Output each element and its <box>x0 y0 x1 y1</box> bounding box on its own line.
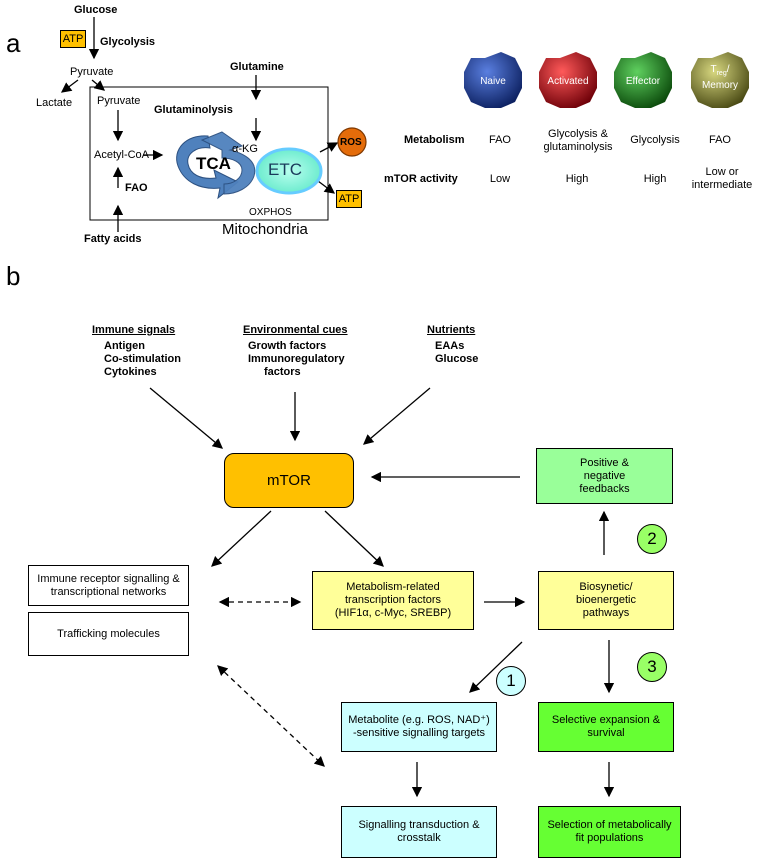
immune-signals-title: Immune signals <box>92 324 176 336</box>
cytokines-label: Cytokines <box>104 366 157 378</box>
feedbacks-box: Positive & negative feedbacks <box>536 448 673 504</box>
tca-cycle-arrow-left <box>176 135 239 200</box>
acetyl-coa-label: Acetyl-CoA <box>94 149 150 161</box>
immune-receptor-box: Immune receptor signalling & transcripti… <box>28 565 189 606</box>
mtor-activity-row-label: mTOR activity <box>384 173 458 185</box>
cell-memory-label: Treg/ Memory <box>691 64 749 92</box>
mtor-memory: Low or intermediate <box>691 166 753 191</box>
tca-cycle-arrow-right <box>200 131 256 195</box>
cell-naive-label: Naive <box>480 76 506 87</box>
metabolism-memory: FAO <box>708 134 731 146</box>
selection-box: Selection of metabolically fit populatio… <box>538 806 681 858</box>
mtor-effector: High <box>643 173 667 185</box>
cell-naive-shape <box>464 52 522 108</box>
mtor-naive: Low <box>489 173 511 185</box>
cell-effector-label: Effector <box>625 76 661 87</box>
transcription-factors-box: Metabolism-related transcription factors… <box>312 571 474 630</box>
treg-t: T <box>710 64 717 75</box>
metabolism-naive: FAO <box>488 134 511 146</box>
glycolysis-label: Glycolysis <box>100 36 156 48</box>
akg-label: α-KG <box>232 143 258 155</box>
mitochondria-box <box>89 86 329 221</box>
metabolite-line1: Metabolite (e.g. ROS, NAD⁺) <box>348 714 490 726</box>
treg-sub: reg <box>716 70 727 77</box>
selective-box: Selective expansion & survival <box>538 702 674 752</box>
mtor-activated: High <box>565 173 589 185</box>
factors-label: factors <box>264 366 301 378</box>
antigen-label: Antigen <box>104 340 145 352</box>
etc-label: ETC <box>268 160 302 179</box>
cell-memory-shape <box>691 52 749 108</box>
panel-b-letter: b <box>6 261 21 291</box>
immune-signals-group: Immune signals Antigen Co-stimulation Cy… <box>92 324 181 379</box>
treg-slash: / <box>726 64 730 75</box>
immunoregulatory-label: Immunoregulatory <box>248 353 345 365</box>
metabolism-effector: Glycolysis <box>630 134 680 146</box>
panel-a-letter: a <box>6 28 21 58</box>
metabolite-box: Metabolite (e.g. ROS, NAD⁺) -sensitive s… <box>341 702 497 752</box>
signalling-box: Signalling transduction & crosstalk <box>341 806 497 858</box>
biosynthetic-box: Biosynetic/ bioenergetic pathways <box>538 571 674 630</box>
nutrients-title: Nutrients <box>427 324 476 336</box>
eaas-label: EAAs <box>435 340 465 352</box>
step-1-badge: 1 <box>496 666 526 696</box>
metabolism-activated: Glycolysis & glutaminolysis <box>543 128 613 153</box>
glutaminolysis-label: Glutaminolysis <box>154 104 233 116</box>
mitochondria-label: Mitochondria <box>222 221 308 238</box>
tca-label: TCA <box>196 154 231 173</box>
nutrients-group: Nutrients EAAs Glucose <box>427 324 478 366</box>
ros-circle <box>337 127 367 157</box>
environmental-cues-group: Environmental cues Growth factors Immuno… <box>243 324 348 379</box>
step-3-badge: 3 <box>637 652 667 682</box>
tf-line2: (HIF1α, c-Myc, SREBP) <box>334 607 452 619</box>
glucose-nutrient-label: Glucose <box>435 353 479 365</box>
lactate-label: Lactate <box>36 97 73 109</box>
memory-text: Memory <box>701 80 739 91</box>
pyruvate-inner-label: Pyruvate <box>97 95 141 107</box>
metabolism-row-label: Metabolism <box>404 134 465 146</box>
cell-activated-shape <box>539 52 597 108</box>
tf-line1: Metabolism-related transcription factors <box>345 581 441 606</box>
oxphos-label: OXPHOS <box>249 207 292 218</box>
growth-factors-label: Growth factors <box>248 340 327 352</box>
atp-box-top: ATP <box>60 30 86 48</box>
glucose-label: Glucose <box>74 4 118 16</box>
ros-label: ROS <box>340 137 362 148</box>
environmental-cues-title: Environmental cues <box>243 324 348 336</box>
cell-activated-label: Activated <box>547 76 589 87</box>
cell-effector-shape <box>614 52 672 108</box>
step-2-badge: 2 <box>637 524 667 554</box>
etc-ellipse <box>255 147 323 195</box>
fao-label: FAO <box>125 182 148 194</box>
mtor-box: mTOR <box>224 453 354 508</box>
pyruvate-outer-label: Pyruvate <box>70 66 114 78</box>
metabolite-line2: -sensitive signalling targets <box>352 727 486 739</box>
fatty-acids-label: Fatty acids <box>84 233 142 245</box>
atp-box-right: ATP <box>336 190 362 208</box>
trafficking-box: Trafficking molecules <box>28 612 189 656</box>
glutamine-label: Glutamine <box>230 61 284 73</box>
costimulation-label: Co-stimulation <box>104 353 181 365</box>
